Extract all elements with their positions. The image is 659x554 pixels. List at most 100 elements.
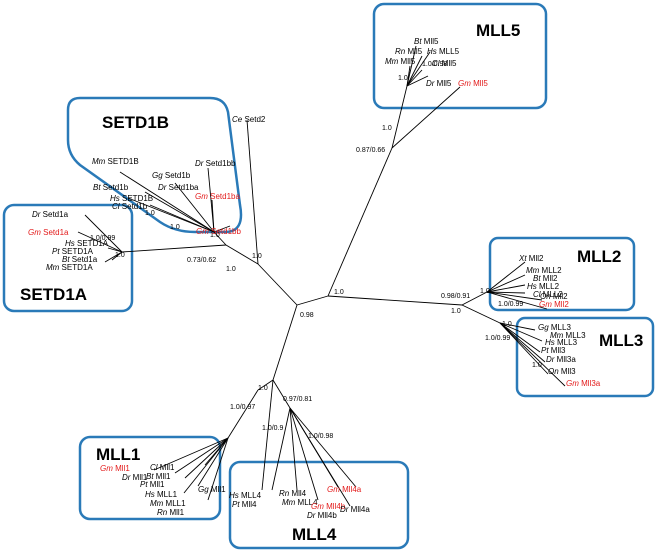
leaf-label-gm-mll2: Gm Mll2 <box>539 300 569 309</box>
mll3-box <box>515 316 655 398</box>
support-value: 1.0 <box>382 125 392 132</box>
leaf-label-on-mll3: On Mll3 <box>548 367 576 376</box>
leaf-label-pt-mll1: Pt Mll1 <box>140 480 165 489</box>
gene-name: MLL3 <box>549 323 572 332</box>
support-value: 1.0 <box>502 321 512 328</box>
leaf-label-mm-mll1: Mm MLL1 <box>150 499 186 508</box>
gene-name: Mll4b <box>315 511 337 520</box>
species-abbrev: Gm <box>196 227 209 236</box>
group-label-setd1b: SETD1B <box>102 113 169 132</box>
leaf-label-hs-mll3: Hs MLL3 <box>545 338 578 347</box>
species-abbrev: Xt <box>518 254 527 263</box>
gene-name: MLL2 <box>541 290 564 299</box>
gene-name: Mll1 <box>167 508 184 517</box>
gene-name: SETD1B <box>120 194 153 203</box>
gene-name: MLL4 <box>239 491 262 500</box>
support-value: 1.0 <box>226 266 236 273</box>
species-abbrev: Dr <box>122 473 131 482</box>
support-value: 1.0 <box>480 288 490 295</box>
species-abbrev: Mm <box>385 57 399 66</box>
support-value: 1.0 <box>532 362 542 369</box>
gene-name: Mll5 <box>440 59 457 68</box>
group-label-mll4: MLL4 <box>292 525 337 544</box>
gene-name: Setd1a <box>40 210 68 219</box>
support-value: 1.0 <box>145 210 155 217</box>
leaf-label-gm-setd1ba: Gm Setd1ba <box>195 192 240 201</box>
species-abbrev: Hs <box>229 491 239 500</box>
species-abbrev: Gm <box>458 79 471 88</box>
gene-name: Setd1bb <box>203 159 236 168</box>
setd1a-box <box>2 203 134 313</box>
gene-name: Mll5 <box>405 47 422 56</box>
gene-name: SETD1A <box>60 247 94 256</box>
leaf-label-mm-mll2: Mm MLL2 <box>526 266 562 275</box>
gene-name: Mll1 <box>148 480 165 489</box>
gene-name: SETD1B <box>105 157 138 166</box>
leaf-label-dr-mll4a: Dr Mll4a <box>340 505 370 514</box>
leaf-label-rn-mll4: Rn Mll4 <box>279 489 307 498</box>
support-value: 1.0/0.99 <box>90 235 115 242</box>
support-value: 0.97/0.81 <box>283 396 312 403</box>
tree-branches <box>77 45 566 507</box>
support-value: 1.0 <box>258 385 268 392</box>
gene-name: MLL3 <box>563 331 586 340</box>
species-abbrev: Gm <box>195 192 208 201</box>
species-abbrev: Mm <box>92 157 106 166</box>
gene-name: Mll5 <box>398 57 415 66</box>
leaf-label-gg-mll1: Gg Mll1 <box>198 485 226 494</box>
leaf-label-gm-mll5: Gm Mll5 <box>458 79 488 88</box>
support-value: 1.0 <box>398 75 408 82</box>
gene-name: Setd2 <box>242 115 266 124</box>
species-abbrev: Dr <box>307 511 316 520</box>
species-abbrev: Gm <box>311 502 324 511</box>
species-abbrev: Bt <box>146 472 154 481</box>
species-abbrev: Pt <box>140 480 148 489</box>
gene-name: Setd1b <box>101 183 129 192</box>
leaf-label-rn-mll5: Rn Mll5 <box>395 47 423 56</box>
leaf-label-mm-mll4: Mm MLL4 <box>282 498 318 507</box>
gene-name: Mll1 <box>113 464 130 473</box>
species-abbrev: Rn <box>157 508 168 517</box>
leaf-label-dr-setd1bb: Dr Setd1bb <box>195 159 236 168</box>
species-abbrev: Gg <box>198 485 209 494</box>
gene-name: MLL3 <box>555 338 578 347</box>
leaf-label-mm-mll5: Mm Mll5 <box>385 57 416 66</box>
species-abbrev: Pt <box>232 500 240 509</box>
leaf-label-ce-setd2: Ce Setd2 <box>232 115 266 124</box>
gene-name: MLL2 <box>539 266 562 275</box>
leaf-label-gm-mll3a: Gm Mll3a <box>566 379 601 388</box>
support-value: 1.0 <box>115 252 125 259</box>
gene-name: Mll5 <box>471 79 488 88</box>
group-label-mll5: MLL5 <box>476 21 520 40</box>
species-abbrev: Dr <box>32 210 41 219</box>
leaf-label-pt-mll4: Pt Mll4 <box>232 500 257 509</box>
group-label-mll2: MLL2 <box>577 247 621 266</box>
gene-name: MLL1 <box>155 490 178 499</box>
leaf-label-gm-mll4b: Gm Mll4b <box>311 502 346 511</box>
leaf-label-gg-mll3: Gg MLL3 <box>538 323 571 332</box>
leaf-label-gm-setd1bb: Gm Setd1bb <box>196 227 241 236</box>
leaf-label-dr-mll3a: Dr Mll3a <box>546 355 576 364</box>
species-abbrev: Mm <box>526 266 540 275</box>
leaf-label-mm-setd1a: Mm SETD1A <box>46 263 93 272</box>
group-label-mll3: MLL3 <box>599 331 643 350</box>
leaf-label-gm-mll1: Gm Mll1 <box>100 464 130 473</box>
species-abbrev: Bt <box>93 183 101 192</box>
group-label-setd1a: SETD1A <box>20 285 87 304</box>
gene-name: Mll2 <box>541 274 558 283</box>
species-abbrev: Bt <box>62 255 70 264</box>
gene-name: MLL4 <box>295 498 318 507</box>
gene-name: Mll4 <box>240 500 257 509</box>
leaf-label-cl-setd1b: Cl Setd1b <box>112 202 148 211</box>
species-abbrev: On <box>548 367 559 376</box>
gene-name: Mll1 <box>209 485 226 494</box>
support-value: 1.0/0.98 <box>422 61 447 68</box>
leaf-label-bt-mll1: Bt Mll1 <box>146 472 171 481</box>
support-values: 0.98 0.87/0.66 1.0 1.0/0.98 1.0 1.0 1.0 … <box>90 61 542 440</box>
species-abbrev: Mm <box>46 263 60 272</box>
species-abbrev: Gg <box>538 323 549 332</box>
species-abbrev: Gg <box>152 171 163 180</box>
species-abbrev: Dr <box>546 355 555 364</box>
species-abbrev: Rn <box>395 47 406 56</box>
